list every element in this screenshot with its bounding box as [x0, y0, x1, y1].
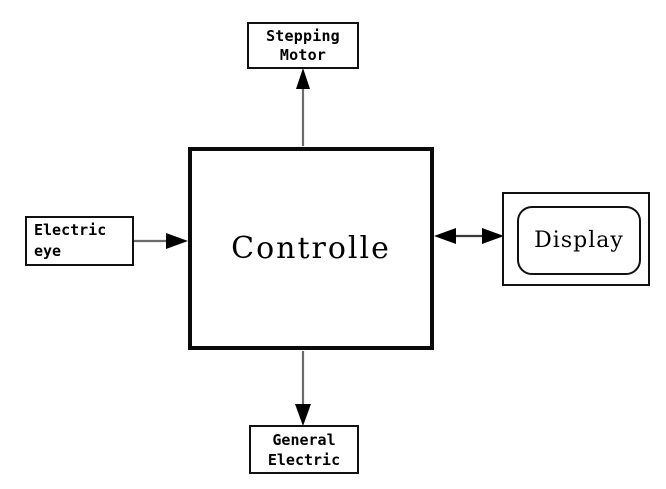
node-electric-eye[interactable]: Electric eye: [25, 216, 134, 266]
node-display-screen[interactable]: Display: [517, 206, 641, 275]
node-general-electric-label-line2: Electric: [267, 450, 341, 469]
arrowhead-down: [295, 404, 311, 426]
connector-controller-to-stepping-motor: [296, 68, 310, 146]
node-electric-eye-label-line1: Electric: [34, 221, 107, 239]
node-general-electric[interactable]: General Electric: [249, 425, 359, 474]
arrowhead-left-to-controller: [434, 228, 456, 244]
node-display-label: Display: [534, 227, 624, 253]
arrowhead-right-to-display: [482, 228, 504, 244]
connector-controller-to-general-electric: [295, 351, 311, 426]
node-controller[interactable]: Controlle: [188, 147, 434, 350]
node-display-outer-frame[interactable]: Display: [502, 192, 650, 286]
node-stepping-motor-label-line1: Stepping: [266, 26, 340, 45]
arrowhead-right: [166, 233, 188, 249]
node-general-electric-label-line1: General: [272, 430, 336, 449]
node-controller-label: Controlle: [231, 230, 391, 266]
connector-controller-to-display: [434, 228, 504, 244]
node-stepping-motor[interactable]: Stepping Motor: [247, 22, 359, 69]
node-electric-eye-label-line2: eye: [34, 242, 62, 260]
node-stepping-motor-label-line2: Motor: [279, 45, 327, 64]
arrowhead-up: [296, 68, 310, 89]
connector-electric-eye-to-controller: [134, 233, 188, 249]
